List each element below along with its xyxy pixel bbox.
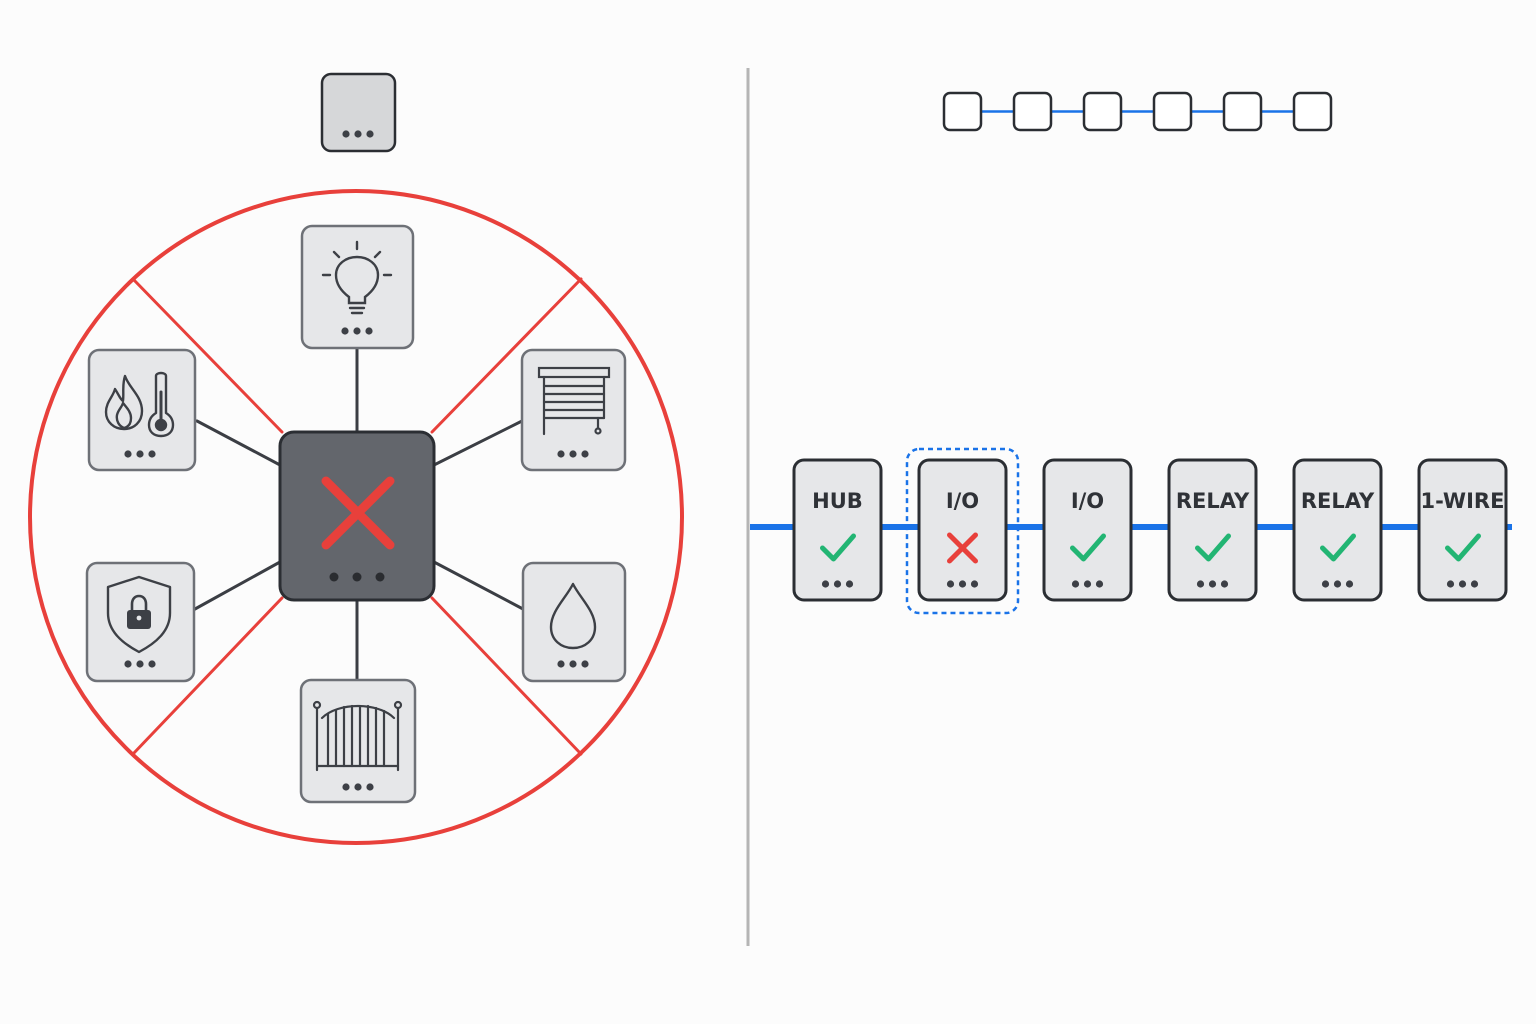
module-dots: [1446, 580, 1479, 588]
failure-zone-dividers: [131, 277, 583, 756]
device-module: [299, 678, 417, 804]
module-label: I/O: [1071, 489, 1104, 513]
module-body: [1417, 458, 1508, 602]
module-body: [792, 458, 883, 602]
device-module: [520, 348, 627, 472]
module-body: [1167, 458, 1258, 602]
chain-node: [1292, 91, 1333, 132]
distributed-panel: HUB I/O I/O RELAY RELAY 1-WIRE: [750, 91, 1512, 615]
module-card: RELAY: [1167, 458, 1258, 602]
module-card: I/O: [905, 447, 1020, 615]
module-dots: [1196, 580, 1229, 588]
check-icon: [1195, 533, 1231, 562]
check-icon: [820, 533, 856, 562]
chain-node: [942, 91, 983, 132]
hub-links: [193, 346, 525, 682]
module-dots: [1321, 580, 1354, 588]
fire-thermometer-icon: [104, 371, 175, 438]
module-card: I/O: [1042, 458, 1133, 602]
water-drop-icon: [549, 582, 597, 650]
centralized-panel: [28, 72, 684, 845]
module-dots: [1071, 580, 1104, 588]
module-label: HUB: [812, 489, 863, 513]
module-card: 1-WIRE: [1417, 458, 1508, 602]
module-body: [1292, 458, 1383, 602]
check-icon: [1445, 533, 1481, 562]
chain-node: [1152, 91, 1193, 132]
red-x-icon: [321, 476, 395, 550]
chain-thumbnail: [942, 91, 1333, 132]
chain-node: [1082, 91, 1123, 132]
standalone-module: [320, 72, 397, 153]
selection-highlight: [905, 447, 1020, 615]
lightbulb-icon: [321, 240, 393, 315]
check-icon: [1320, 533, 1356, 562]
module-dots: [946, 580, 979, 588]
failure-zone-circle: [28, 189, 684, 845]
module-label: 1-WIRE: [1421, 489, 1505, 513]
device-module: [300, 224, 415, 350]
module-chain: HUB I/O I/O RELAY RELAY 1-WIRE: [792, 447, 1508, 615]
module-body: [1042, 458, 1133, 602]
module-body: [917, 458, 1008, 602]
gate-icon: [312, 700, 403, 772]
chain-node: [1222, 91, 1263, 132]
chain-node: [1012, 91, 1053, 132]
check-icon: [1070, 533, 1106, 562]
central-hub: [278, 430, 436, 602]
module-label: I/O: [946, 489, 979, 513]
module-dots: [821, 580, 854, 588]
x-icon: [947, 532, 978, 564]
module-card: RELAY: [1292, 458, 1383, 602]
device-module: [87, 348, 197, 472]
module-card: HUB: [792, 458, 883, 602]
module-label: RELAY: [1176, 489, 1250, 513]
window-blinds-icon: [537, 366, 611, 436]
security-lock-icon: [106, 575, 172, 654]
device-module: [521, 561, 627, 683]
module-label: RELAY: [1301, 489, 1375, 513]
device-module: [85, 561, 196, 683]
